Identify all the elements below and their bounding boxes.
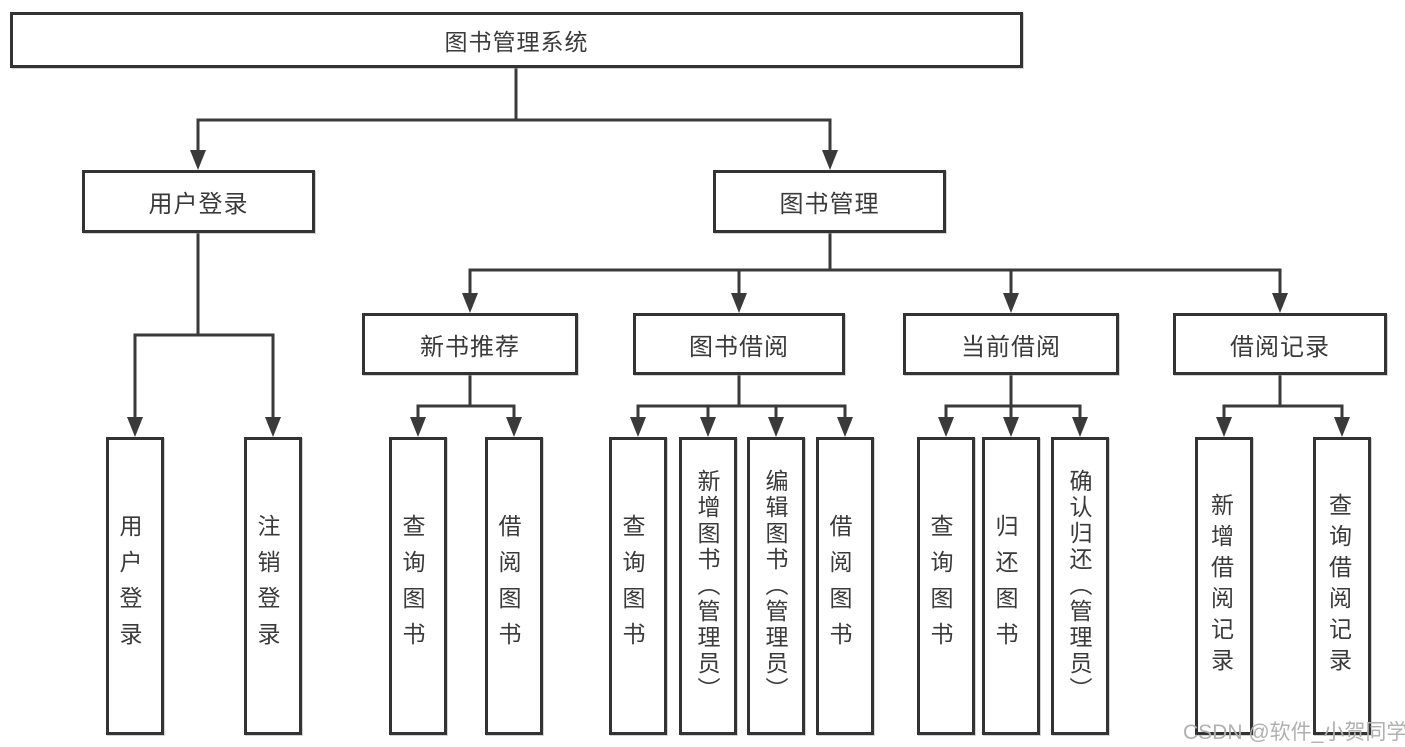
node-book-management: 图书管理 <box>713 170 946 233</box>
node-query-books-current: 查询图书 <box>917 437 975 735</box>
leaf-label: 新增图书（管理员） <box>694 469 720 703</box>
node-confirm-return-admin: 确认归还（管理员） <box>1051 437 1109 735</box>
leaf-label: 查询图书 <box>399 514 425 658</box>
node-borrow-books-recommend: 借阅图书 <box>485 437 543 735</box>
node-borrow-books: 借阅图书 <box>816 437 874 735</box>
node-query-books-borrow: 查询图书 <box>609 437 667 735</box>
node-borrow-records: 借阅记录 <box>1173 313 1387 375</box>
leaf-label: 借阅图书 <box>826 514 852 658</box>
leaf-label: 查询借阅记录 <box>1325 493 1352 679</box>
node-book-borrow: 图书借阅 <box>633 313 845 375</box>
node-user-login-action: 用户登录 <box>106 437 164 735</box>
node-return-books: 归还图书 <box>982 437 1040 735</box>
leaf-label: 注销登录 <box>254 514 280 658</box>
node-library-management-system: 图书管理系统 <box>10 12 1023 68</box>
node-user-login: 用户登录 <box>82 170 315 233</box>
node-query-borrow-record: 查询借阅记录 <box>1313 437 1371 735</box>
leaf-label: 归还图书 <box>992 514 1018 658</box>
leaf-label: 编辑图书（管理员） <box>762 469 788 703</box>
leaf-label: 借阅图书 <box>495 514 521 658</box>
leaf-label: 新增借阅记录 <box>1207 493 1234 679</box>
node-edit-books-admin: 编辑图书（管理员） <box>747 437 805 735</box>
node-new-book-recommend: 新书推荐 <box>362 313 578 375</box>
leaf-label: 查询图书 <box>927 514 953 658</box>
leaf-label: 用户登录 <box>116 514 142 658</box>
node-logout: 注销登录 <box>244 437 302 735</box>
node-add-borrow-record: 新增借阅记录 <box>1195 437 1253 735</box>
node-add-books-admin: 新增图书（管理员） <box>679 437 737 735</box>
leaf-label: 查询图书 <box>619 514 645 658</box>
leaf-label: 确认归还（管理员） <box>1066 469 1092 703</box>
node-query-books-recommend: 查询图书 <box>389 437 447 735</box>
csdn-watermark: CSDN @软件_小贺同学 <box>1183 721 1405 744</box>
node-current-borrow: 当前借阅 <box>903 313 1119 375</box>
